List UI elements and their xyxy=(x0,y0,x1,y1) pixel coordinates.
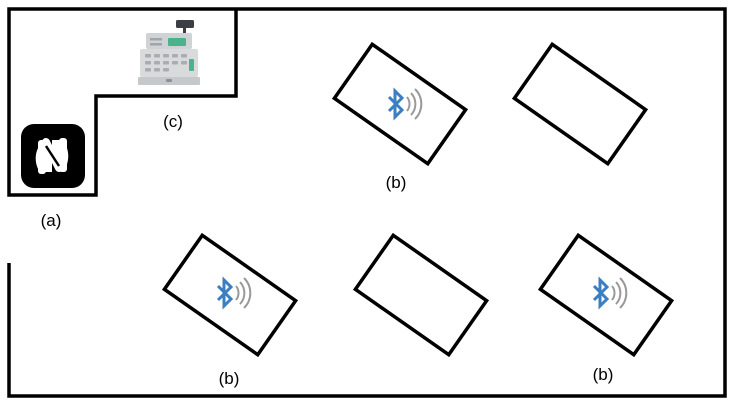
checkout-station: (c) xyxy=(138,20,200,131)
wall-outline xyxy=(7,7,727,398)
register-label: (c) xyxy=(163,112,183,131)
room-walls xyxy=(7,7,727,398)
nfc-label: (a) xyxy=(41,211,62,230)
beacon-label: (b) xyxy=(593,365,614,384)
nfc-station: (a) xyxy=(21,124,85,230)
bluetooth-icon xyxy=(592,276,628,310)
table xyxy=(511,41,649,167)
beacon-label: (b) xyxy=(386,173,407,192)
nfc-logo-icon xyxy=(21,124,85,188)
table-with-beacon xyxy=(537,232,675,358)
bluetooth-icon xyxy=(216,276,252,310)
table xyxy=(352,232,490,358)
table-with-beacon xyxy=(161,232,299,358)
tables xyxy=(161,41,675,358)
bluetooth-icon xyxy=(387,87,423,121)
table-with-beacon xyxy=(331,41,469,167)
cash-register-icon xyxy=(138,20,200,85)
beacon-label: (b) xyxy=(219,369,240,388)
